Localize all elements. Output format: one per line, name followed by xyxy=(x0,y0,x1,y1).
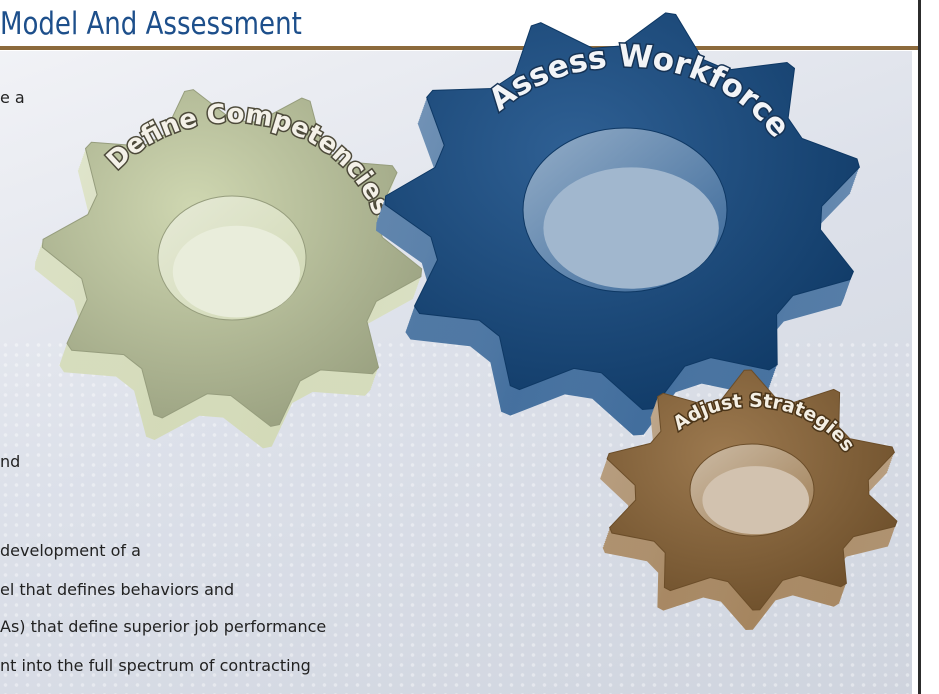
body-text-line-4: el that defines behaviors and xyxy=(0,580,235,599)
body-text-line-3: development of a xyxy=(0,541,141,560)
body-text-line-1: e a xyxy=(0,88,25,107)
body-text-line-2: nd xyxy=(0,452,21,471)
gear-define-competencies: Define Competencies xyxy=(34,89,423,449)
title-rule xyxy=(0,46,918,50)
page-border xyxy=(918,0,921,694)
body-text-line-5: As) that define superior job performance xyxy=(0,617,327,636)
page-title: Model And Assessment xyxy=(0,6,302,42)
gear-assess-workforce: Assess Workforce xyxy=(376,12,860,436)
gear-adjust-strategies: Adjust Strategies xyxy=(600,369,898,630)
body-text-line-6: nt into the full spectrum of contracting xyxy=(0,656,311,675)
